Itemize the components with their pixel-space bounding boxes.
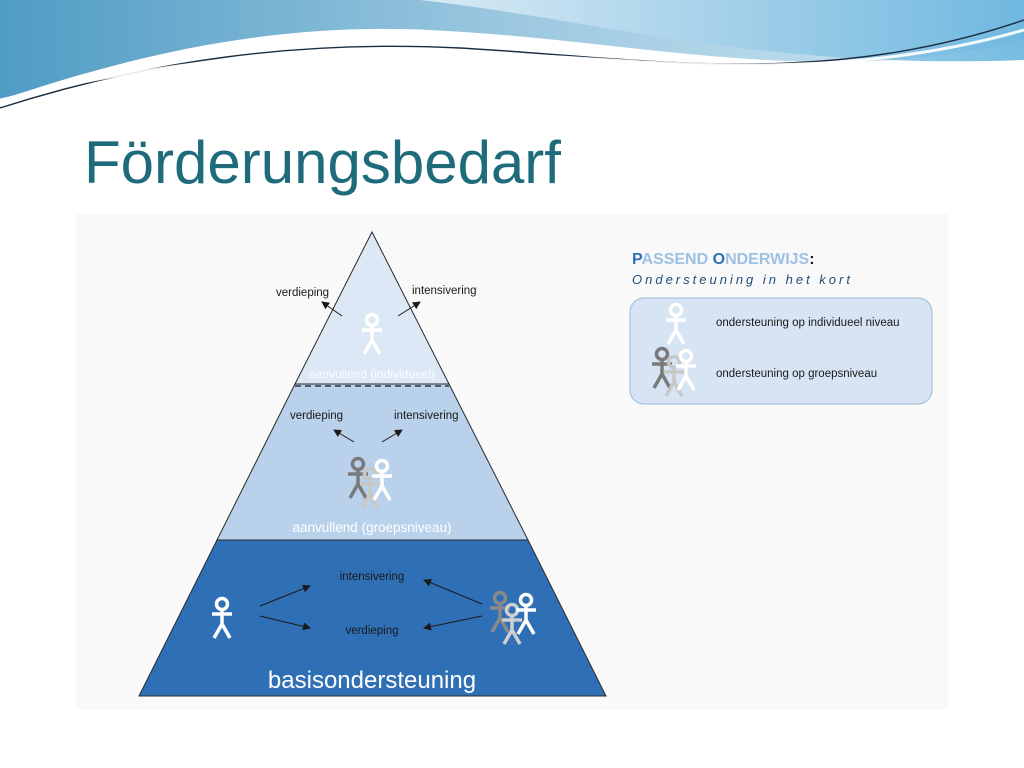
pyramid-top-level [294, 230, 450, 385]
middle-right-arrow-label: intensivering [394, 410, 459, 422]
bottom-left-lower-arrow [259, 615, 311, 631]
middle-level-label: aanvullend (groepsniveau) [292, 520, 451, 535]
bottom-right-lower-arrow [423, 615, 483, 631]
pyramid-bottom-level [138, 539, 607, 697]
top-level-label: aanvullend (individueel) [309, 367, 435, 381]
middle-right-arrow [381, 429, 403, 443]
top-left-arrow-label: verdieping [276, 287, 329, 299]
diagram-panel: verdieping intensivering aanvullend (ind… [76, 214, 948, 710]
slide-title: Förderungsbedarf [84, 129, 561, 196]
bottom-lower-arrow-label: verdieping [345, 625, 398, 637]
bottom-right-upper-arrow [423, 578, 483, 605]
header-wave-decoration [0, 0, 1024, 109]
top-left-arrow [321, 301, 343, 317]
pyramid-diagram: verdieping intensivering aanvullend (ind… [138, 230, 933, 697]
legend-item-individual: ondersteuning op individueel niveau [716, 317, 900, 329]
legend-heading: PASSEND ONDERWIJS: [632, 251, 815, 268]
legend-item-group: ondersteuning op groepsniveau [716, 368, 877, 380]
bottom-level-label: basisondersteuning [268, 667, 476, 694]
legend: PASSEND ONDERWIJS: Ondersteuning in het … [629, 251, 933, 405]
pyramid-middle-level [216, 383, 529, 541]
middle-left-arrow-label: verdieping [290, 410, 343, 422]
middle-left-arrow [333, 429, 355, 443]
bottom-upper-arrow-label: intensivering [340, 571, 405, 583]
legend-subtitle: Ondersteuning in het kort [632, 272, 853, 287]
top-right-arrow [397, 301, 421, 317]
top-right-arrow-label: intensivering [412, 285, 477, 297]
bottom-left-upper-arrow [259, 584, 311, 607]
legend-box [629, 297, 933, 405]
